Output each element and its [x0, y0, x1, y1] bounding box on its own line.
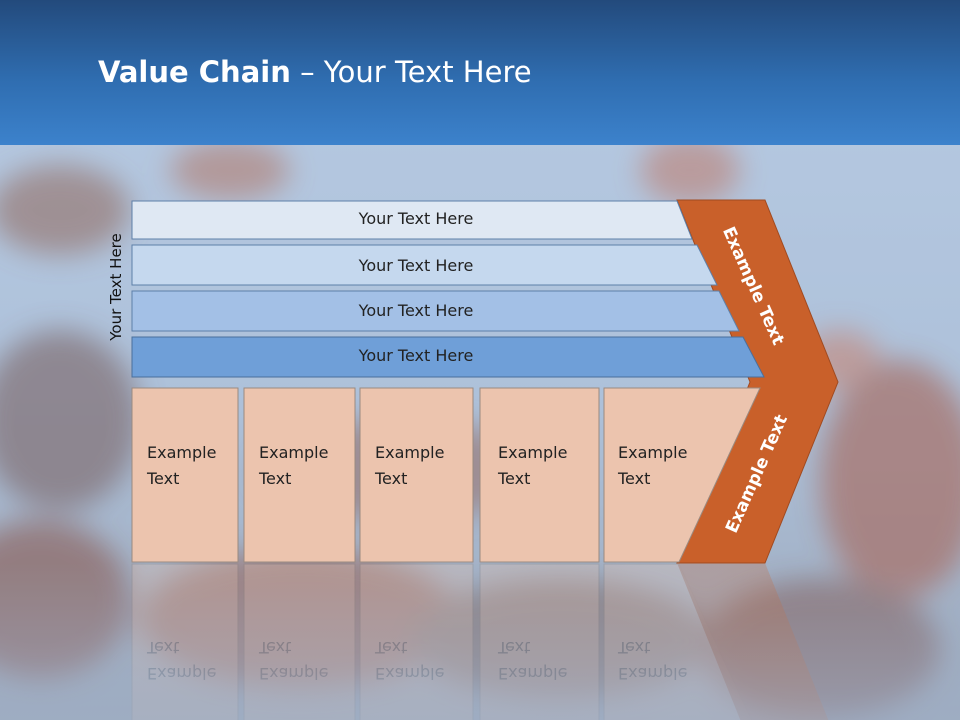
activity-label-2-line2: Text: [259, 469, 292, 488]
activity-label-1-line1: Example: [147, 443, 217, 462]
activity-label-3-line1: Example: [375, 443, 445, 462]
reflection-fade: [0, 563, 960, 720]
support-band-1: [131, 200, 693, 240]
activity-box-2: [243, 387, 356, 563]
activity-label-3-line2: Text: [375, 469, 408, 488]
band-label-4: Your Text Here: [358, 346, 474, 365]
header-bar: [0, 0, 960, 145]
activity-label-2-line1: Example: [259, 443, 329, 462]
activity-box-4: [479, 387, 600, 563]
title-bold: Value Chain: [98, 55, 291, 89]
activity-label-1-line2: Text: [147, 469, 180, 488]
activity-box-3: [359, 387, 474, 563]
activity-box-1: [131, 387, 239, 563]
support-band-2: [131, 244, 718, 286]
activity-label-4-line1: Example: [498, 443, 568, 462]
activity-box-5: [603, 387, 761, 563]
band-label-2: Your Text Here: [358, 256, 474, 275]
activity-label-5-line2: Text: [618, 469, 651, 488]
support-band-4: [131, 336, 765, 378]
activity-label-4-line2: Text: [498, 469, 531, 488]
band-label-1: Your Text Here: [358, 209, 474, 228]
band-label-3: Your Text Here: [358, 301, 474, 320]
support-band-3: [131, 290, 740, 332]
slide-title: Value Chain – Your Text Here: [98, 52, 532, 92]
activity-label-5-line1: Example: [618, 443, 688, 462]
title-rest: – Your Text Here: [290, 55, 532, 89]
